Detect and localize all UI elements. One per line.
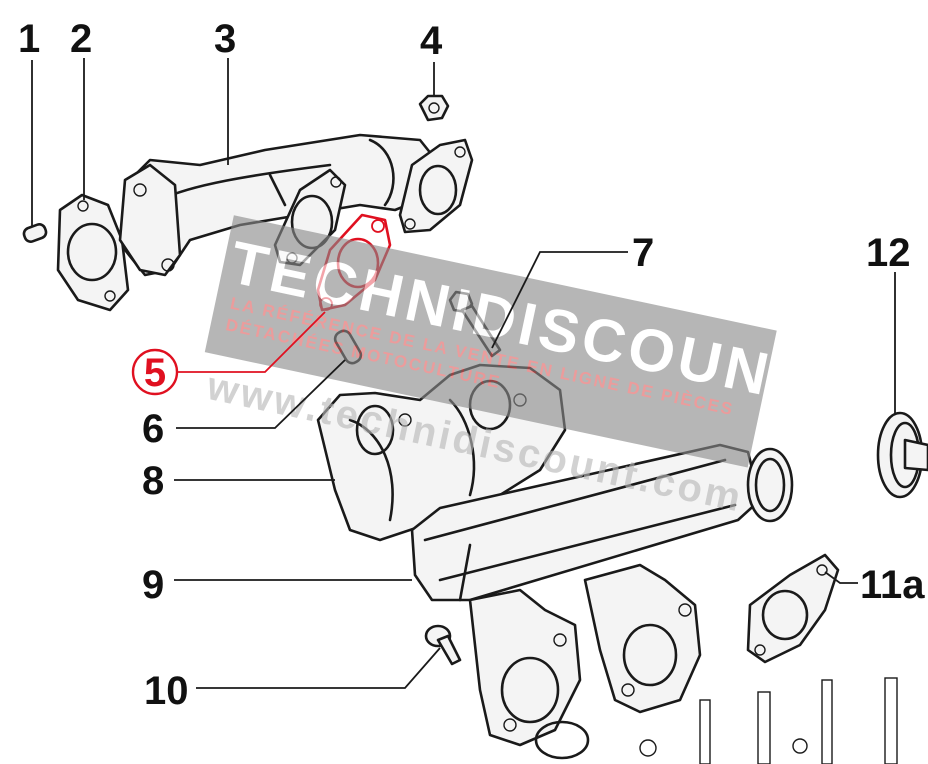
- callout-10[interactable]: 10: [144, 669, 189, 713]
- part-9-lower-outlets: [468, 563, 702, 760]
- hardware-fragments: [639, 677, 898, 764]
- callout-3[interactable]: 3: [214, 17, 236, 61]
- callout-6[interactable]: 6: [142, 407, 164, 451]
- callout-11a[interactable]: 11a: [860, 563, 925, 607]
- callout-5[interactable]: 5: [144, 351, 166, 395]
- callout-12[interactable]: 12: [866, 231, 911, 275]
- leader-lines: [31, 58, 896, 689]
- part-12-clamp[interactable]: [876, 411, 928, 499]
- callout-2[interactable]: 2: [70, 17, 92, 61]
- callout-1[interactable]: 1: [18, 17, 40, 61]
- callout-labels: 1 2 3 4 5 6 7 8 9 10 11a 12: [18, 17, 925, 713]
- callout-7[interactable]: 7: [632, 231, 654, 275]
- part-4-nut[interactable]: [418, 94, 450, 122]
- part-10-bolt[interactable]: [424, 624, 462, 666]
- part-11a-gasket[interactable]: [746, 553, 840, 664]
- part-9-heat-shield[interactable]: [410, 443, 794, 602]
- callout-4[interactable]: 4: [420, 19, 443, 63]
- callout-8[interactable]: 8: [142, 459, 164, 503]
- part-3-exhaust-pipe[interactable]: [118, 133, 474, 277]
- part-1-pin[interactable]: [22, 223, 48, 244]
- callout-9[interactable]: 9: [142, 563, 164, 607]
- part-2-gasket[interactable]: [56, 193, 130, 312]
- callout-5-highlight: 5: [131, 348, 179, 396]
